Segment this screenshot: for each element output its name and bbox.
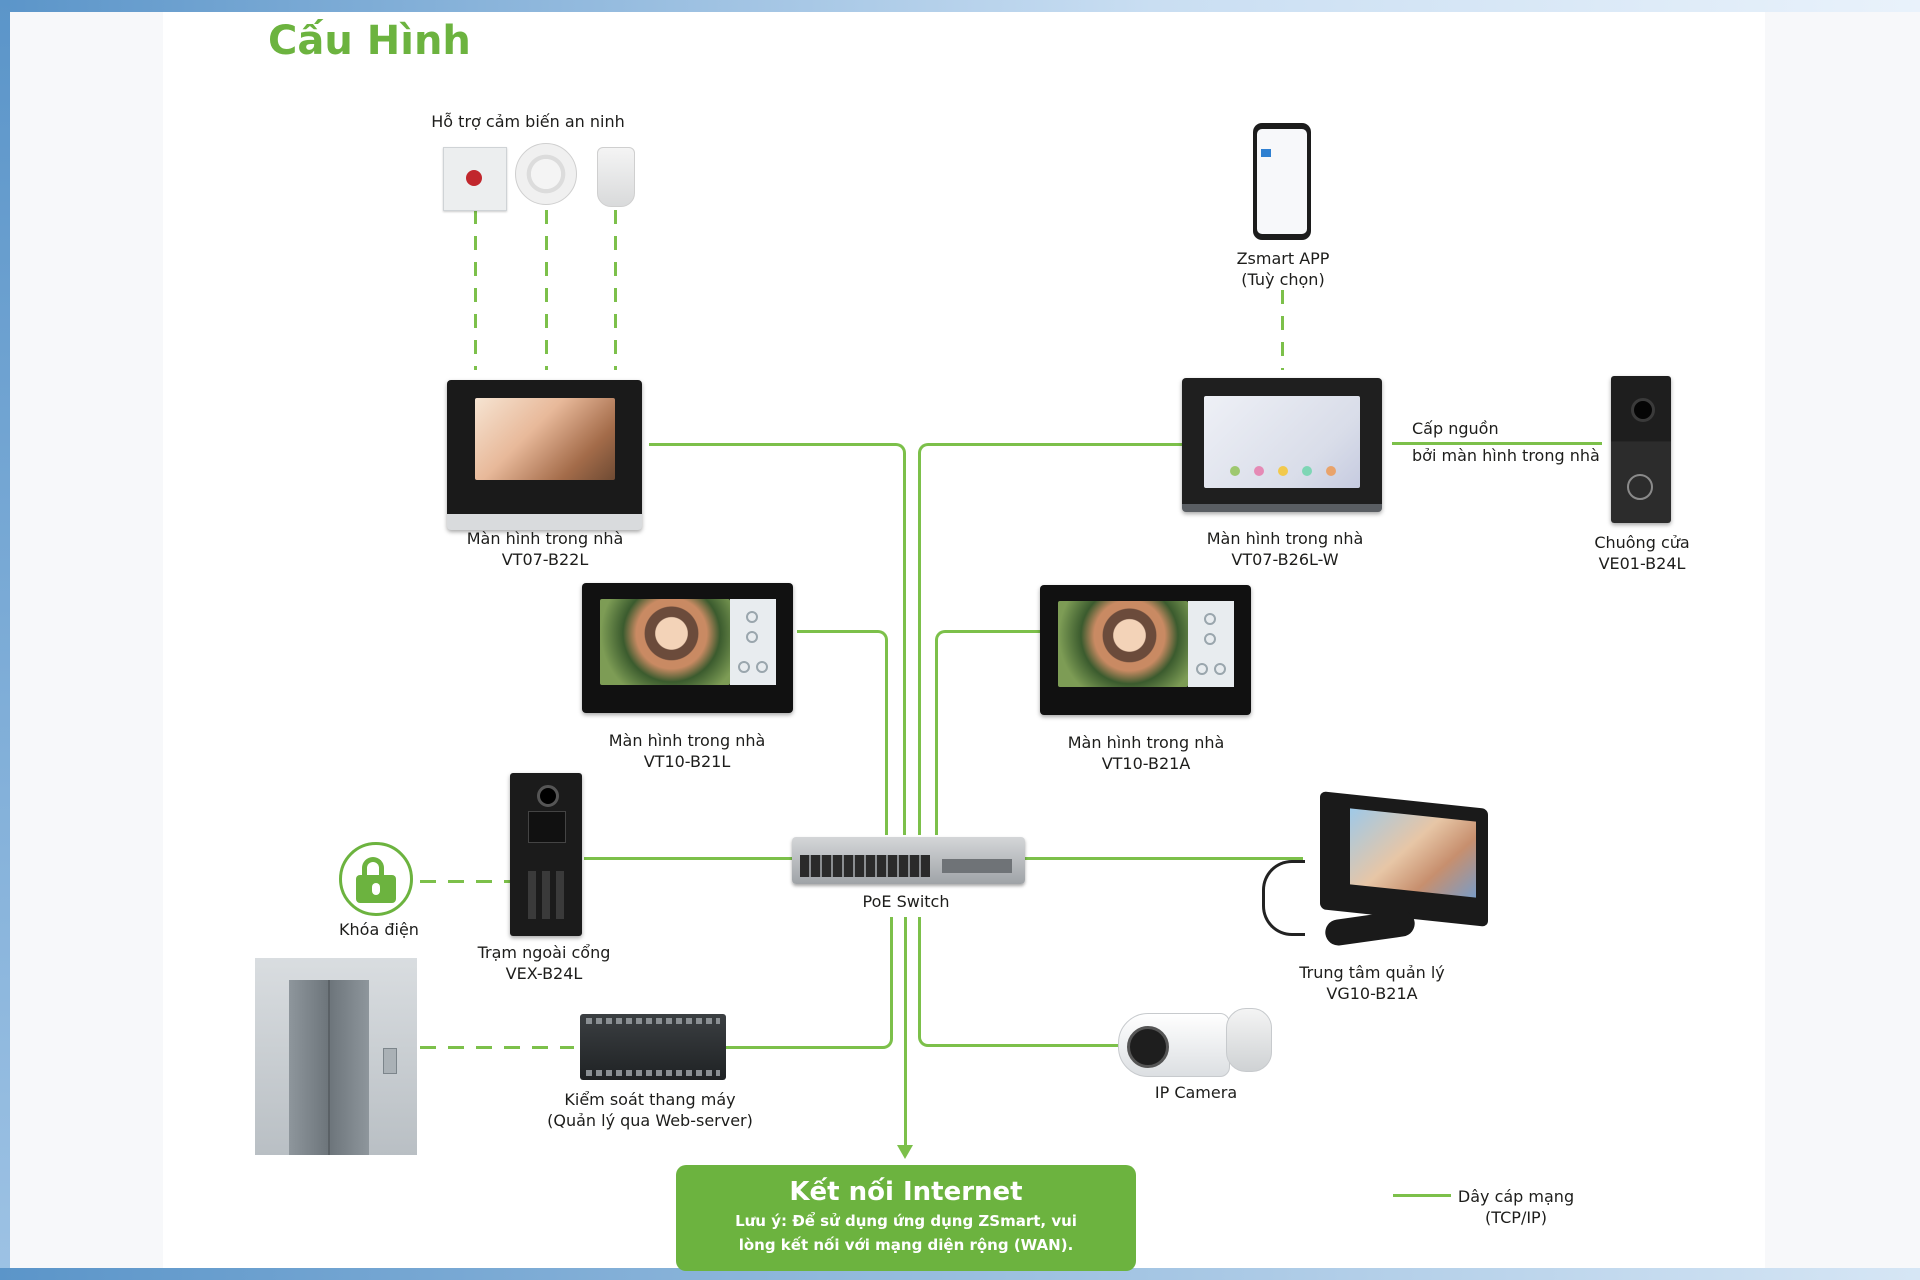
internet-note-line2: lòng kết nối với mạng diện rộng (WAN). xyxy=(738,1236,1074,1254)
handset-cord xyxy=(1262,860,1305,936)
wire-vg10-b21a xyxy=(1025,857,1303,860)
smartphone-icon xyxy=(1253,123,1311,240)
smoke-detector-icon xyxy=(515,143,577,205)
elevator-image xyxy=(255,958,417,1155)
arrow-down-icon xyxy=(897,1145,913,1159)
top-frame-band xyxy=(0,0,1920,12)
label-elevator-control: Kiểm soát thang máy(Quản lý qua Web-serv… xyxy=(547,1090,753,1130)
dash-sensor-1 xyxy=(474,210,477,370)
bottom-frame-band xyxy=(0,1268,1920,1280)
dash-app xyxy=(1281,290,1284,370)
wire-vt07-b22l xyxy=(649,443,906,835)
camera-lens-icon xyxy=(1631,398,1655,422)
wire-vt07-b26l-w xyxy=(918,443,1184,835)
ip-camera-device xyxy=(1118,1013,1230,1077)
dash-elevator xyxy=(420,1046,574,1049)
station-display xyxy=(528,811,566,843)
monitor-screen xyxy=(1204,396,1360,488)
camera-lens-icon xyxy=(537,785,559,807)
wire-vt10-b21a xyxy=(935,630,1041,835)
legend-wire-swatch xyxy=(1393,1194,1451,1197)
monitor-side-panel xyxy=(730,599,776,685)
management-screen xyxy=(1350,808,1476,898)
outdoor-station-vex-b24l xyxy=(510,773,582,936)
app-label: Zsmart APP(Tuỳ chọn) xyxy=(1236,249,1330,289)
monitor-screen xyxy=(1058,601,1188,687)
panic-button-icon xyxy=(443,147,507,211)
management-center-vg10-b21a xyxy=(1320,791,1488,927)
switch-ports xyxy=(800,855,930,877)
diagram-canvas xyxy=(163,12,1765,1268)
label-lock: Khóa điện xyxy=(339,920,419,939)
security-sensors-label: Hỗ trợ cảm biến an ninh xyxy=(431,112,625,131)
doorbell-button-icon xyxy=(1627,474,1653,500)
wire-vex-b24l xyxy=(584,857,792,860)
left-frame-band xyxy=(0,0,10,1280)
wire-ip-camera xyxy=(918,917,1118,1047)
internet-connection-box: Kết nối Internet Lưu ý: Để sử dụng ứng d… xyxy=(676,1165,1136,1271)
wire-vt10-b21l xyxy=(797,630,888,835)
monitor-screen xyxy=(600,599,730,685)
monitor-vt10-b21l xyxy=(582,583,793,713)
label-ip-camera: IP Camera xyxy=(1154,1083,1238,1102)
monitor-side-panel xyxy=(1188,601,1234,687)
dash-sensor-3 xyxy=(614,210,617,370)
monitor-vt07-b22l xyxy=(447,380,642,530)
camera-lens-icon xyxy=(1127,1026,1169,1068)
internet-note-line1: Lưu ý: Để sử dụng ứng dụng ZSmart, vui xyxy=(735,1212,1077,1230)
monitor-vt07-b26l-w xyxy=(1182,378,1382,512)
wire-doorbell-power xyxy=(1392,442,1602,445)
elevator-controller-device xyxy=(580,1014,726,1080)
dash-sensor-2 xyxy=(545,210,548,370)
wire-internet xyxy=(904,917,907,1147)
wire-elevator-controller xyxy=(726,917,893,1049)
monitor-vt10-b21a xyxy=(1040,585,1251,715)
camera-mount xyxy=(1226,1008,1272,1072)
electric-lock-icon xyxy=(339,842,413,916)
poe-switch-device xyxy=(792,837,1025,884)
legend-label: Dây cáp mạng(TCP/IP) xyxy=(1457,1187,1575,1227)
dash-lock xyxy=(420,880,510,883)
label-poe-switch: PoE Switch xyxy=(862,892,950,911)
doorbell-ve01-b24l xyxy=(1611,376,1671,523)
elevator-call-button-icon xyxy=(383,1048,397,1074)
elevator-door xyxy=(289,980,369,1155)
internet-heading: Kết nối Internet xyxy=(789,1177,1023,1207)
motion-sensor-icon xyxy=(597,147,635,207)
page-title: Cấu Hình xyxy=(268,18,471,64)
monitor-screen xyxy=(475,398,615,480)
keypad xyxy=(528,871,564,919)
